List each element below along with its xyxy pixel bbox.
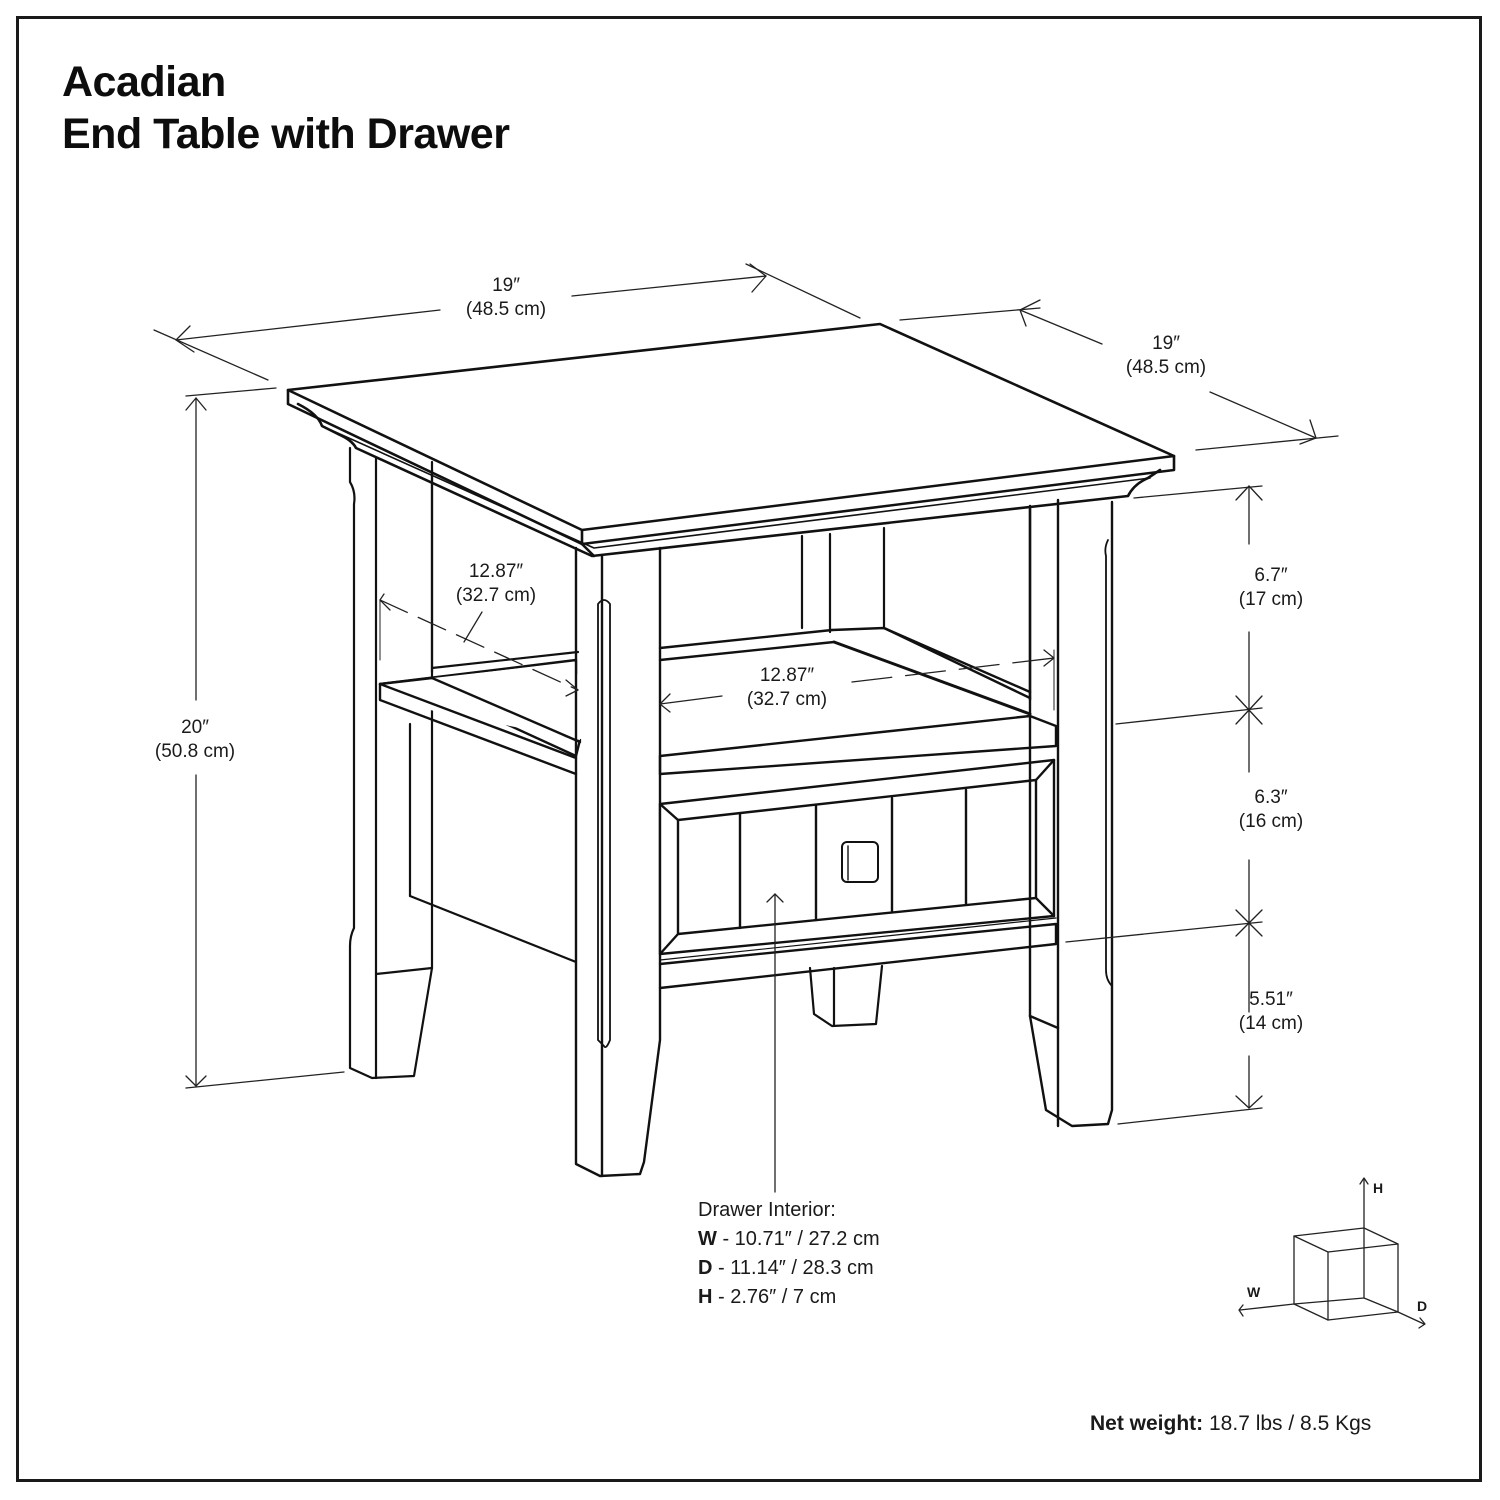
spec-value-h: - 2.76″ / 7 cm <box>712 1286 837 1308</box>
axis-label-w: W <box>1247 1284 1261 1300</box>
dim-width-inches: 19″ <box>492 275 520 296</box>
diagram-frame <box>16 16 1482 1482</box>
axis-label-h: H <box>1373 1180 1384 1196</box>
leg-front-left <box>574 546 662 1178</box>
drawer-knob <box>841 841 879 883</box>
dim-drawer-section-cm: (16 cm) <box>1238 811 1304 832</box>
dim-label-drawer-section-height: 6.3″ (16 cm) <box>1239 786 1303 834</box>
dim-open-shelf-cm: (17 cm) <box>1238 589 1304 610</box>
dim-width-cm: (48.5 cm) <box>465 299 547 320</box>
dim-label-height: 20″ (50.8 cm) <box>155 716 235 764</box>
drawer-interior-width: W - 10.71″ / 27.2 cm <box>698 1225 880 1254</box>
leg-back-left <box>348 446 434 1080</box>
axis-label-d: D <box>1417 1298 1428 1314</box>
leg-front-right <box>1028 498 1114 1128</box>
dim-depth-inches: 19″ <box>1152 333 1180 354</box>
dim-depth-cm: (48.5 cm) <box>1125 357 1207 378</box>
table-top <box>286 322 1176 558</box>
leg-back-right <box>808 964 884 1028</box>
dim-open-shelf-inches: 6.7″ <box>1254 565 1288 586</box>
dim-leg-clearance-cm: (14 cm) <box>1238 1013 1304 1034</box>
back-posts <box>430 468 886 674</box>
dim-shelf-width-cm: (32.7 cm) <box>746 689 828 710</box>
net-weight: Net weight: 18.7 lbs / 8.5 Kgs <box>1090 1412 1371 1436</box>
dim-label-shelf-depth: 12.87″ (32.7 cm) <box>456 560 536 608</box>
spec-key-h: H <box>698 1286 713 1308</box>
side-apron <box>408 722 578 964</box>
dim-label-width: 19″ (48.5 cm) <box>466 274 546 322</box>
spec-value-d: - 11.14″ / 28.3 cm <box>712 1257 874 1279</box>
product-collection-name: Acadian <box>62 58 226 106</box>
dim-shelf-depth-cm: (32.7 cm) <box>455 585 537 606</box>
dim-drawer-section-inches: 6.3″ <box>1254 787 1288 808</box>
dim-height-inches: 20″ <box>181 717 209 738</box>
dimension-lines <box>153 263 1339 1193</box>
dim-label-depth: 19″ (48.5 cm) <box>1126 332 1206 380</box>
drawer <box>658 758 1058 990</box>
dim-leg-clearance-inches: 5.51″ <box>1249 989 1293 1010</box>
drawer-interior-heading: Drawer Interior: <box>698 1199 836 1221</box>
page-title: Acadian End Table with Drawer <box>62 56 510 160</box>
spec-key-d: D <box>698 1257 713 1279</box>
dim-label-shelf-width: 12.87″ (32.7 cm) <box>747 664 827 712</box>
dim-shelf-depth-inches: 12.87″ <box>468 561 524 582</box>
shelf <box>378 626 1058 776</box>
drawer-interior-depth: D - 11.14″ / 28.3 cm <box>698 1254 880 1283</box>
axis-legend-cube <box>1238 1177 1426 1329</box>
dim-label-leg-clearance: 5.51″ (14 cm) <box>1239 988 1303 1036</box>
dim-height-cm: (50.8 cm) <box>154 741 236 762</box>
spec-value-w: - 10.71″ / 27.2 cm <box>716 1228 880 1250</box>
drawer-interior-height: H - 2.76″ / 7 cm <box>698 1283 880 1312</box>
net-weight-value: 18.7 lbs / 8.5 Kgs <box>1203 1412 1372 1435</box>
spec-key-w: W <box>698 1228 717 1250</box>
product-name: End Table with Drawer <box>62 110 510 158</box>
dim-label-open-shelf-height: 6.7″ (17 cm) <box>1239 564 1303 612</box>
net-weight-label: Net weight: <box>1090 1412 1204 1435</box>
drawer-interior-spec: Drawer Interior: W - 10.71″ / 27.2 cm D … <box>698 1196 880 1312</box>
dim-shelf-width-inches: 12.87″ <box>759 665 815 686</box>
